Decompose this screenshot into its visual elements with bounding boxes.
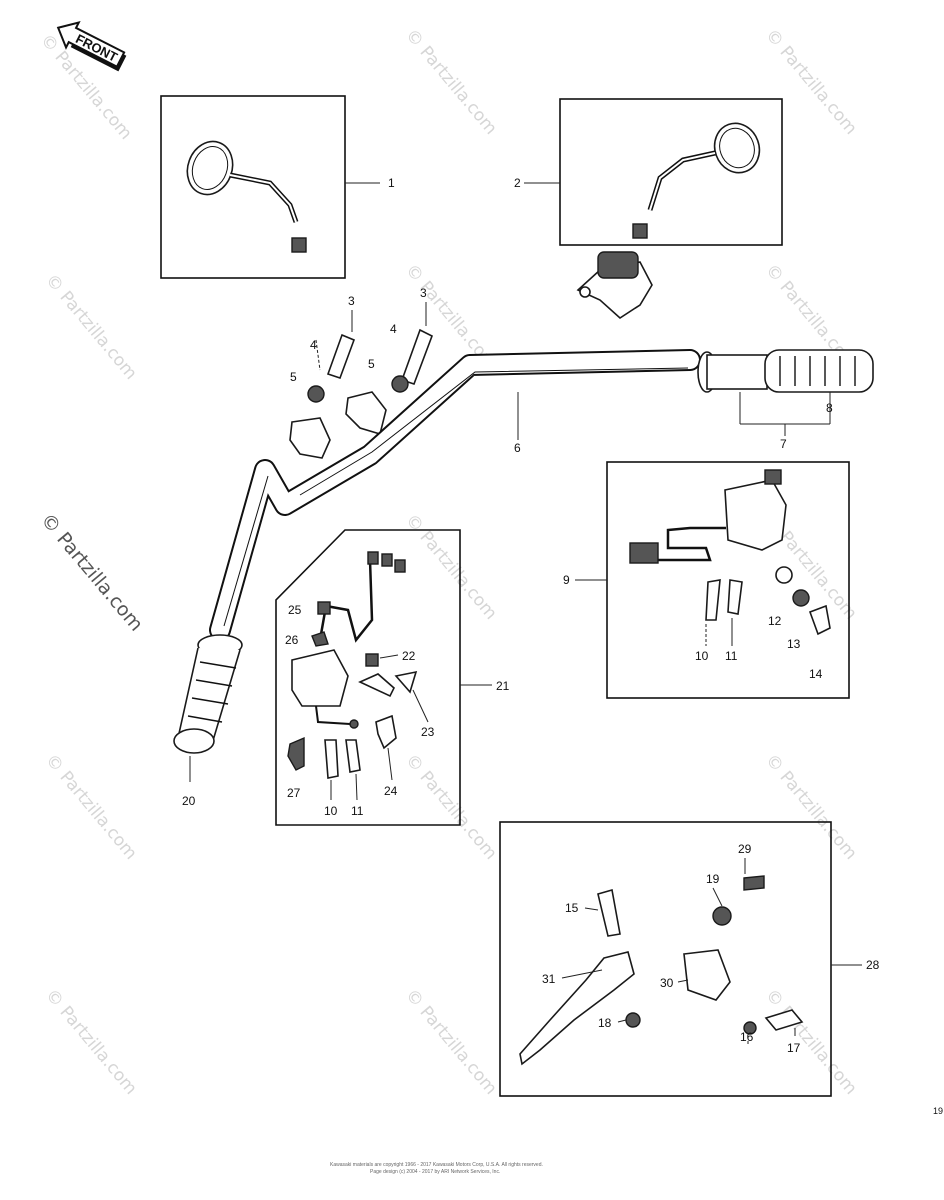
watermarks: © Partzilla.com © Partzilla.com © Partzi… — [36, 25, 861, 1098]
watermark: © Partzilla.com — [401, 985, 501, 1098]
mirror-right — [632, 122, 761, 239]
callout-5b: 5 — [368, 357, 375, 371]
callout-7: 7 — [780, 437, 787, 451]
callout-6: 6 — [514, 441, 521, 455]
watermark: © Partzilla.com — [401, 510, 501, 623]
left-grip — [173, 634, 243, 754]
lever-assembly — [519, 875, 804, 1066]
callout-16: 16 — [740, 1030, 754, 1044]
callout-15: 15 — [565, 901, 579, 915]
watermark: © Partzilla.com — [41, 270, 141, 383]
left-switch-box — [275, 529, 461, 826]
callout-5a: 5 — [290, 370, 297, 384]
left-switch-housing — [287, 551, 418, 779]
watermark: © Partzilla.com — [41, 985, 141, 1098]
watermark: © Partzilla.com — [401, 25, 501, 138]
callout-26: 26 — [285, 633, 299, 647]
callout-3b: 3 — [420, 286, 427, 300]
corner-mark: 19 — [933, 1106, 943, 1116]
callout-28: 28 — [866, 958, 880, 972]
callout-31: 31 — [542, 972, 556, 986]
callout-12: 12 — [768, 614, 782, 628]
callout-29: 29 — [738, 842, 752, 856]
watermark: © Partzilla.com — [761, 985, 861, 1098]
callout-27: 27 — [287, 786, 301, 800]
callout-4a: 4 — [310, 338, 317, 352]
callout-22: 22 — [402, 649, 416, 663]
callout-14: 14 — [809, 667, 823, 681]
watermark: © Partzilla.com — [36, 509, 147, 635]
callout-24: 24 — [384, 784, 398, 798]
mirror-mount-bracket — [576, 251, 653, 320]
callout-30: 30 — [660, 976, 674, 990]
callout-8: 8 — [826, 401, 833, 415]
callout-9: 9 — [563, 573, 570, 587]
throttle-grip — [697, 349, 874, 393]
right-switch-housing — [629, 469, 831, 636]
callout-10b: 10 — [324, 804, 338, 818]
watermark: © Partzilla.com — [401, 750, 501, 863]
callout-23: 23 — [421, 725, 435, 739]
handlebar — [209, 349, 701, 641]
mirror-left-box — [160, 95, 346, 279]
callout-11b: 11 — [351, 804, 364, 818]
footer-line-1: Kawasaki materials are copyright 1966 - … — [330, 1162, 543, 1168]
callout-21: 21 — [496, 679, 510, 693]
watermark: © Partzilla.com — [41, 750, 141, 863]
callout-19: 19 — [706, 872, 720, 886]
callout-20: 20 — [182, 794, 196, 808]
callout-17: 17 — [787, 1041, 801, 1055]
callout-18: 18 — [598, 1016, 612, 1030]
callout-10a: 10 — [695, 649, 709, 663]
callout-3a: 3 — [348, 294, 355, 308]
callout-25: 25 — [288, 603, 302, 617]
callout-1: 1 — [388, 176, 395, 190]
callout-13: 13 — [787, 637, 801, 651]
mirror-right-box — [559, 98, 783, 246]
footer-line-2: Page design (c) 2004 - 2017 by ARI Netwo… — [370, 1169, 500, 1175]
watermark: © Partzilla.com — [761, 750, 861, 863]
callout-2: 2 — [514, 176, 521, 190]
callout-4b: 4 — [390, 322, 397, 336]
watermark: © Partzilla.com — [761, 25, 861, 138]
callout-11a: 11 — [725, 649, 738, 663]
mirror-left — [186, 140, 307, 253]
lever-assembly-box — [499, 821, 832, 1097]
